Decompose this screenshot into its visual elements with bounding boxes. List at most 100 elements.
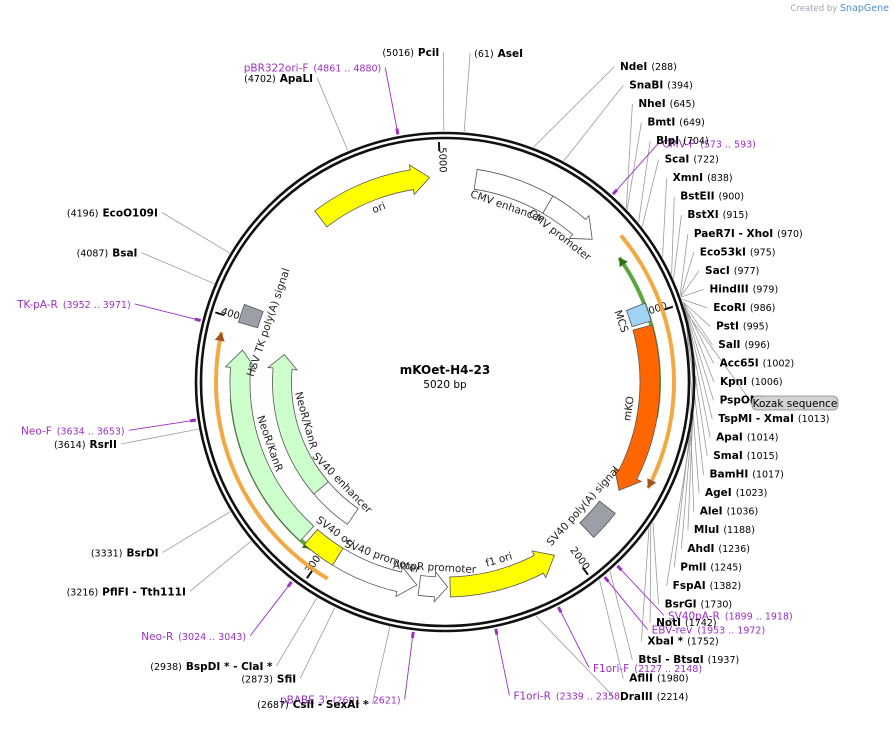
site-name[interactable]: SacI [705,265,730,277]
site-label[interactable]: (5016)PciI [382,47,439,59]
site-name[interactable]: SmaI [713,450,743,462]
site-name[interactable]: AgeI [705,487,732,499]
site-position: (1013) [798,414,830,425]
site-label[interactable]: BstXI(915) [687,209,748,221]
site-name[interactable]: PaeR7I - XhoI [694,228,773,240]
site-label[interactable]: (2687)CsiI - SexAI * [257,699,369,711]
site-name[interactable]: DraIII [620,691,653,703]
site-label[interactable]: EcoRI(986) [713,302,775,314]
site-label[interactable]: DraIII(2214) [620,691,688,703]
site-name[interactable]: CsiI - SexAI * [293,699,369,711]
site-name[interactable]: SnaBI [629,80,663,92]
site-name[interactable]: FspAI [673,580,706,592]
primer-range: (3952 .. 3971) [63,300,131,311]
site-name[interactable]: KpnI [720,376,747,388]
site-name[interactable]: SfiI [277,674,296,686]
site-name[interactable]: PmlI [680,561,706,573]
site-name[interactable]: BsaI [112,248,137,260]
site-label[interactable]: XbaI *(1752) [647,635,718,647]
site-name[interactable]: TspMI - XmaI [718,413,794,425]
site-label[interactable]: AflII(1980) [629,672,688,684]
site-label[interactable]: NheI(645) [638,98,695,110]
site-name[interactable]: BsrGI [665,598,697,610]
site-name[interactable]: NheI [638,98,665,110]
site-name[interactable]: ApaLI [280,73,313,85]
site-name[interactable]: XbaI * [647,635,683,647]
site-leader [652,522,659,605]
site-name[interactable]: SalI [718,339,740,351]
site-label[interactable]: AgeI(1023) [705,487,767,499]
site-name[interactable]: EcoO109I [102,207,157,219]
site-leader [316,77,349,151]
site-label[interactable]: (61)AseI [474,48,523,60]
site-name[interactable]: BmtI [647,117,675,129]
site-label[interactable]: PmlI(1245) [680,561,742,573]
site-name[interactable]: AseI [498,48,523,60]
site-label[interactable]: ApaI(1014) [716,432,778,444]
site-name[interactable]: BsrDI [126,548,158,560]
site-label[interactable]: MluI(1188) [694,524,755,536]
site-label[interactable]: Eco53kI(975) [700,246,776,258]
site-name[interactable]: PflFI - Tth111I [102,586,186,598]
site-label[interactable]: NdeI(288) [620,61,677,73]
primer-name: F1ori-R [513,690,550,702]
site-label[interactable]: NotI(1742) [656,617,717,629]
site-name[interactable]: NotI [656,617,681,629]
site-label[interactable]: KpnI(1006) [720,376,783,388]
site-name[interactable]: PstI [716,320,739,332]
site-position: (4702) [244,74,276,85]
site-label[interactable]: Acc65I(1002) [720,357,795,369]
site-name[interactable]: BspDI * - ClaI * [186,661,273,673]
site-label[interactable]: BsrGI(1730) [665,598,733,610]
site-name[interactable]: BamHI [710,469,749,481]
site-name[interactable]: Eco53kI [700,246,746,258]
site-position: (4087) [77,249,109,260]
site-label[interactable]: (4087)BsaI [77,248,138,260]
site-name[interactable]: BstXI [687,209,718,221]
site-label[interactable]: HindIII(979) [710,283,779,295]
site-name[interactable]: Acc65I [720,357,759,369]
site-label[interactable]: SnaBI(394) [629,80,693,92]
site-name[interactable]: XmnI [673,172,703,184]
site-label[interactable]: SalI(996) [718,339,770,351]
site-name[interactable]: BtsI - BtsαI [638,654,703,666]
site-label[interactable]: BtsI - BtsαI(1937) [638,654,739,666]
site-name[interactable]: AflII [629,672,653,684]
site-label[interactable]: (4702) ApaLI [244,73,313,85]
site-name[interactable]: HindIII [710,283,749,295]
site-label[interactable]: (3614)RsrII [54,439,117,451]
site-label[interactable]: PstI(995) [716,320,768,332]
site-label[interactable]: AleI(1036) [700,506,758,518]
site-label[interactable]: AhdI(1236) [687,543,750,555]
site-label[interactable]: (3216)PflFI - Tth111I [67,586,186,598]
site-label[interactable]: PaeR7I - XhoI(970) [694,228,803,240]
site-name[interactable]: PciI [418,47,439,59]
primer-leader [621,569,665,616]
site-name[interactable]: ScaI [665,154,690,166]
site-name[interactable]: RsrII [90,439,117,451]
site-label[interactable]: (4196)EcoO109I [67,207,158,219]
site-label[interactable]: SmaI(1015) [713,450,778,462]
site-name[interactable]: EcoRI [713,302,746,314]
site-name[interactable]: NdeI [620,61,647,73]
primer-range: (2601 .. 2621) [333,695,401,706]
site-label[interactable]: BstEII(900) [680,191,744,203]
site-label[interactable]: BmtI(649) [647,117,704,129]
site-name[interactable]: AhdI [687,543,714,555]
site-label[interactable]: FspAI(1382) [673,580,742,592]
site-label[interactable]: SacI(977) [705,265,759,277]
site-name[interactable]: AleI [700,506,723,518]
orf-arrowhead [619,257,628,268]
site-label[interactable]: XmnI(838) [673,172,733,184]
site-name[interactable]: MluI [694,524,719,536]
site-name[interactable]: BlpI [656,135,679,147]
site-label[interactable]: ScaI(722) [665,154,719,166]
site-label[interactable]: BamHI(1017) [710,469,784,481]
site-label[interactable]: TspMI - XmaI (1013) [718,413,829,425]
site-label[interactable]: (2938)BspDI * - ClaI * [150,661,273,673]
site-label[interactable]: BlpI(704) [656,135,709,147]
site-name[interactable]: ApaI [716,432,743,444]
site-label[interactable]: (3331)BsrDI [91,548,159,560]
site-label[interactable]: (2873)SfiI [241,674,296,686]
site-name[interactable]: BstEII [680,191,714,203]
